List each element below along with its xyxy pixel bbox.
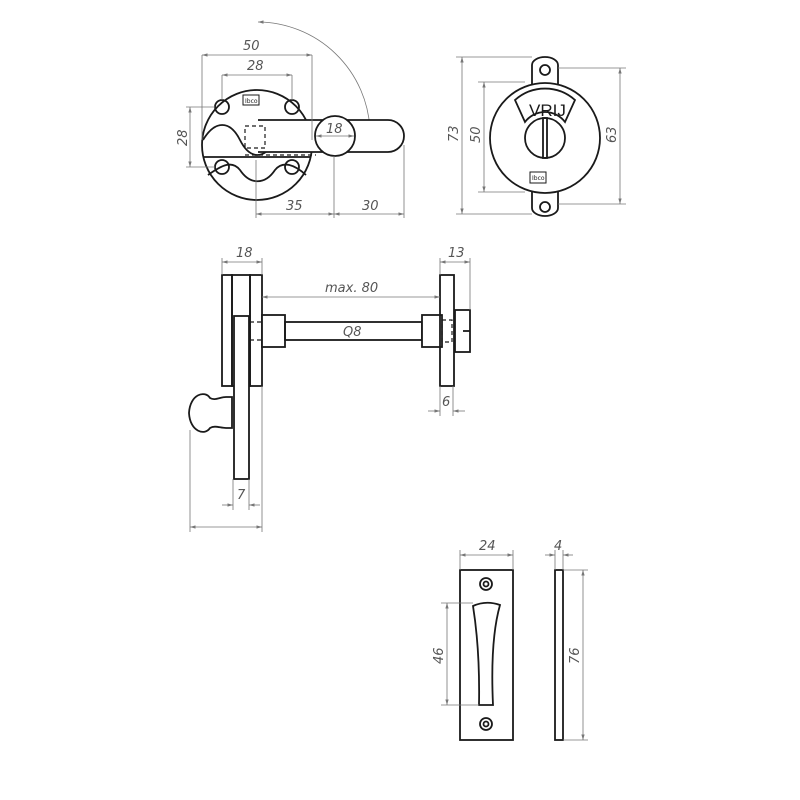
strike-plate-side bbox=[554, 569, 564, 741]
dim-door-thickness: max. 80 bbox=[325, 281, 378, 296]
dim-recess: 46 bbox=[432, 647, 447, 664]
dim-thickness: 4 bbox=[554, 539, 562, 554]
dim-right-plate: 6 bbox=[442, 395, 450, 410]
dim-hole-spacing: 63 bbox=[605, 126, 620, 143]
vrij-label: VRIJ bbox=[529, 101, 566, 120]
spindle-square-hidden bbox=[244, 125, 266, 149]
right-plate bbox=[439, 274, 455, 387]
dim-front-plate: 7 bbox=[237, 488, 246, 503]
front-view: Ibco 50 28 28 18 35 30 bbox=[176, 20, 405, 218]
rotation-arc bbox=[257, 20, 371, 131]
coin-slot bbox=[542, 117, 548, 159]
logo bbox=[242, 94, 260, 106]
logo-text: Ibco bbox=[245, 98, 258, 105]
screw-hole bbox=[539, 64, 551, 76]
recess bbox=[472, 601, 502, 706]
indicator-view: VRIJ Ibco 73 50 63 bbox=[447, 56, 626, 217]
dim-height: 76 bbox=[568, 647, 583, 664]
spindle-label: Q8 bbox=[343, 325, 362, 340]
logo bbox=[529, 171, 547, 184]
front-plate bbox=[233, 315, 250, 480]
dim-lever: 30 bbox=[362, 199, 379, 214]
dim-diameter: 50 bbox=[469, 126, 484, 143]
dim-knob: 18 bbox=[326, 122, 343, 137]
screw-hole bbox=[284, 159, 300, 175]
side-view: 18 13 max. 80 Q8 6 7 bbox=[188, 246, 471, 532]
vrij-window bbox=[513, 87, 577, 124]
dim-hole-spacing-h: 28 bbox=[247, 59, 264, 74]
dim-hole-spacing-v: 28 bbox=[176, 129, 191, 146]
dim-width: 50 bbox=[243, 39, 260, 54]
logo-text: Ibco bbox=[532, 175, 545, 182]
strike-plate-front bbox=[459, 569, 514, 741]
strike-plate: 24 46 4 76 bbox=[432, 539, 588, 741]
dim-offset: 35 bbox=[286, 199, 303, 214]
screw-hole bbox=[539, 201, 551, 213]
dim-width: 24 bbox=[479, 539, 496, 554]
dim-right-thickness: 13 bbox=[448, 246, 465, 261]
dim-total-height: 73 bbox=[447, 125, 462, 142]
dim-left-thickness: 18 bbox=[236, 246, 253, 261]
indicator-plate bbox=[489, 82, 601, 194]
turn-knob bbox=[188, 393, 233, 433]
